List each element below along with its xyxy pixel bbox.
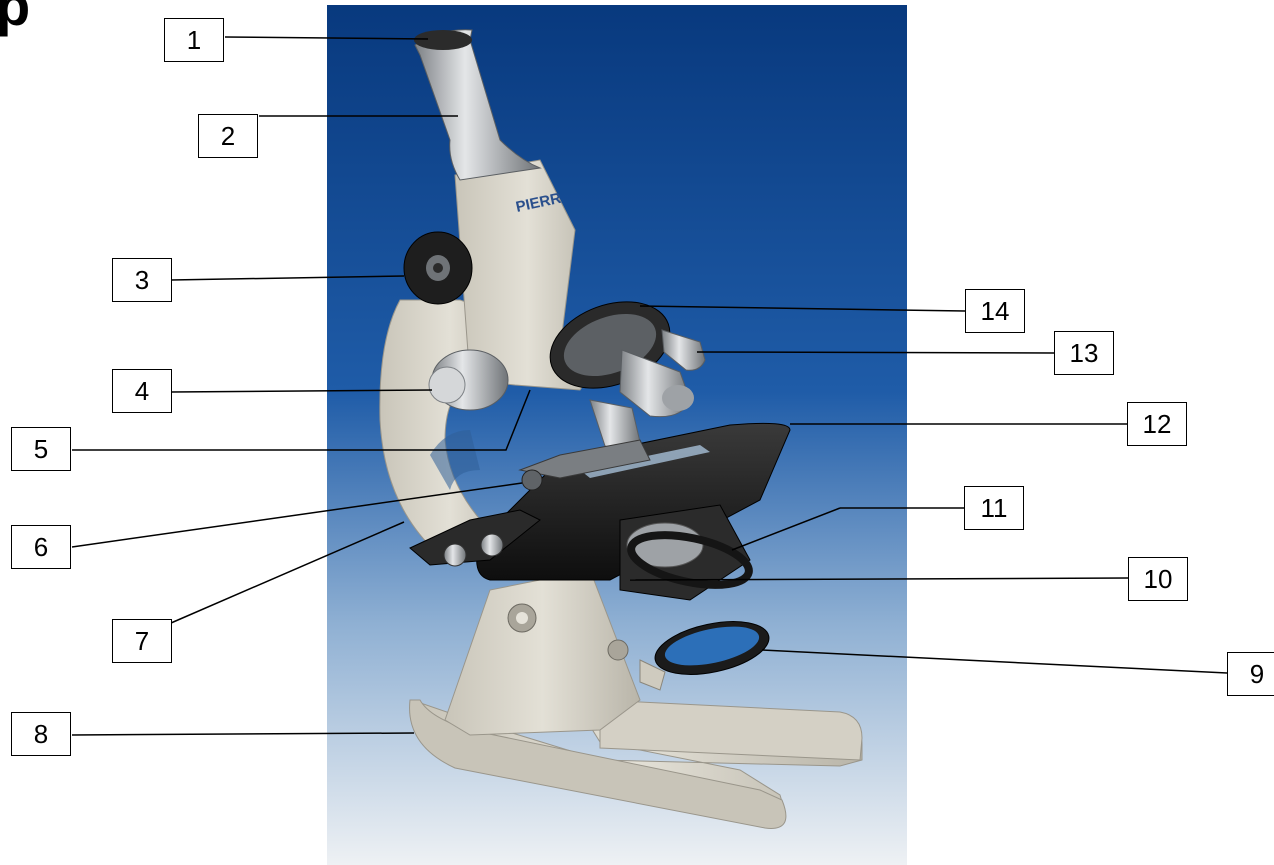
callout-12: 12 (1127, 402, 1187, 446)
coarse-focus-knob (404, 232, 472, 304)
callout-14: 14 (965, 289, 1025, 333)
callout-8: 8 (11, 712, 71, 756)
leader-line-13 (697, 352, 1054, 353)
callout-4: 4 (112, 369, 172, 413)
callout-9: 9 (1227, 652, 1274, 696)
callout-7: 7 (112, 619, 172, 663)
callout-11: 11 (964, 486, 1024, 530)
callout-1: 1 (164, 18, 224, 62)
eyepiece-top (414, 30, 472, 50)
callout-3: 3 (112, 258, 172, 302)
callout-5: 5 (11, 427, 71, 471)
callout-13: 13 (1054, 331, 1114, 375)
callout-2: 2 (198, 114, 258, 158)
callout-6: 6 (11, 525, 71, 569)
callout-10: 10 (1128, 557, 1188, 601)
